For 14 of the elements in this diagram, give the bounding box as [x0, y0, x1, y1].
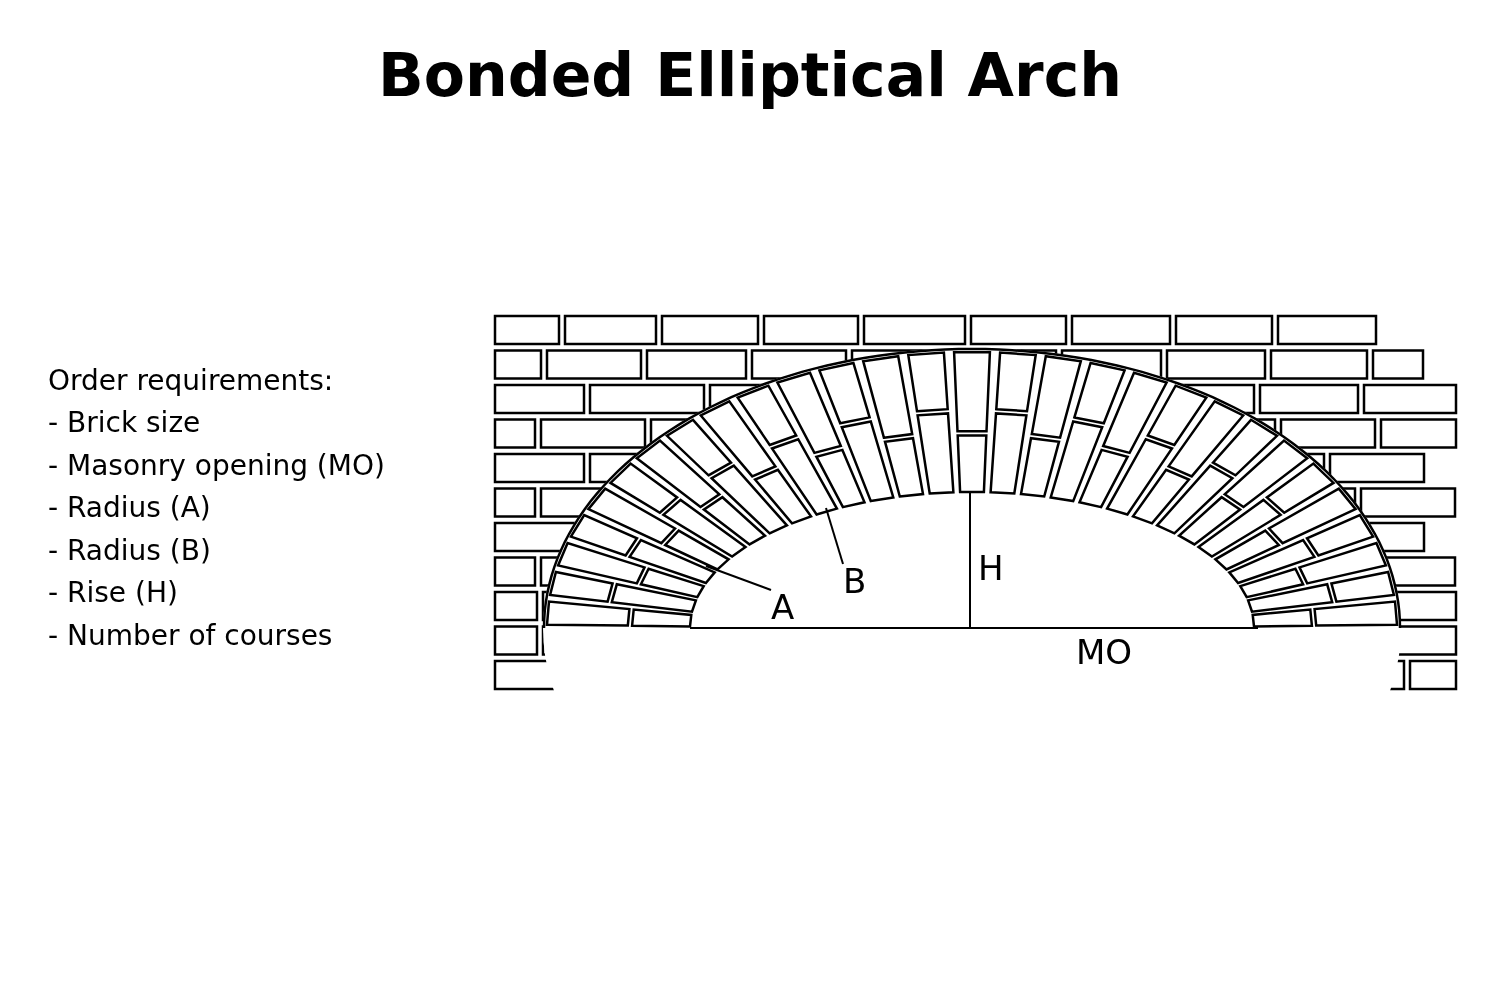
list-item: - Number of courses [48, 619, 333, 653]
leader-line [705, 565, 772, 591]
dimension-label: MO [1076, 632, 1133, 673]
dimension-label: H [978, 548, 1004, 589]
list-item: - Rise (H) [48, 576, 178, 610]
leader-line [825, 507, 844, 565]
list-heading: Order requirements: [48, 364, 334, 398]
list-item: - Brick size [48, 406, 201, 440]
list-item: - Radius (B) [48, 534, 211, 568]
list-item: - Radius (A) [48, 491, 211, 525]
title: Bonded Elliptical Arch [377, 42, 1123, 108]
list-item: - Masonry opening (MO) [48, 449, 385, 483]
callout-letter: A [771, 590, 795, 624]
callout-letter: B [843, 564, 867, 598]
